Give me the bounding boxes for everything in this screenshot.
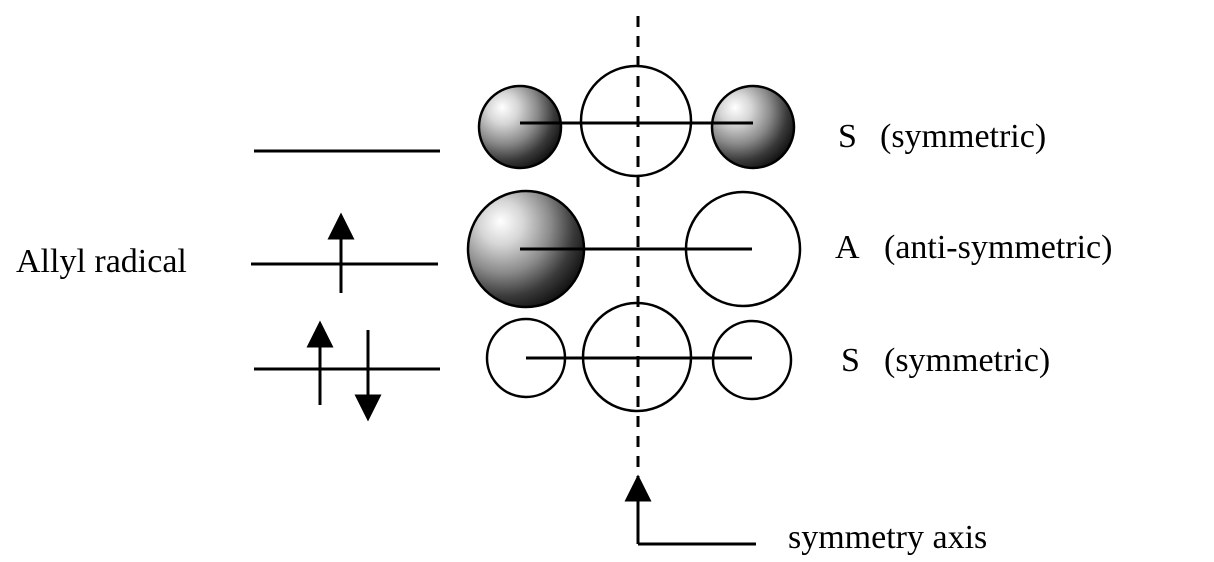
symmetry-axis-label: symmetry axis [788,519,987,556]
symmetry-name-middle: (anti-symmetric) [884,229,1112,266]
symmetry-letter-middle: A [835,229,860,266]
molecule-label: Allyl radical [16,243,187,280]
symmetry-axis-pointer [624,474,756,546]
symmetry-letter-top: S [838,118,857,155]
orbital-top: S (symmetric) [254,64,1046,178]
orbital-middle: A (anti-symmetric) [251,189,1112,309]
orbital-bottom: S (symmetric) [254,301,1050,422]
lobe-top-center-open [579,64,693,178]
symmetry-letter-bottom: S [841,342,860,379]
symmetry-name-top: (symmetric) [880,118,1046,155]
symmetry-name-bottom: (symmetric) [884,342,1050,379]
lobe-top-right-shaded [710,84,796,170]
lobe-top-left-shaded [477,84,563,170]
lobe-bottom-right-open [711,319,793,401]
